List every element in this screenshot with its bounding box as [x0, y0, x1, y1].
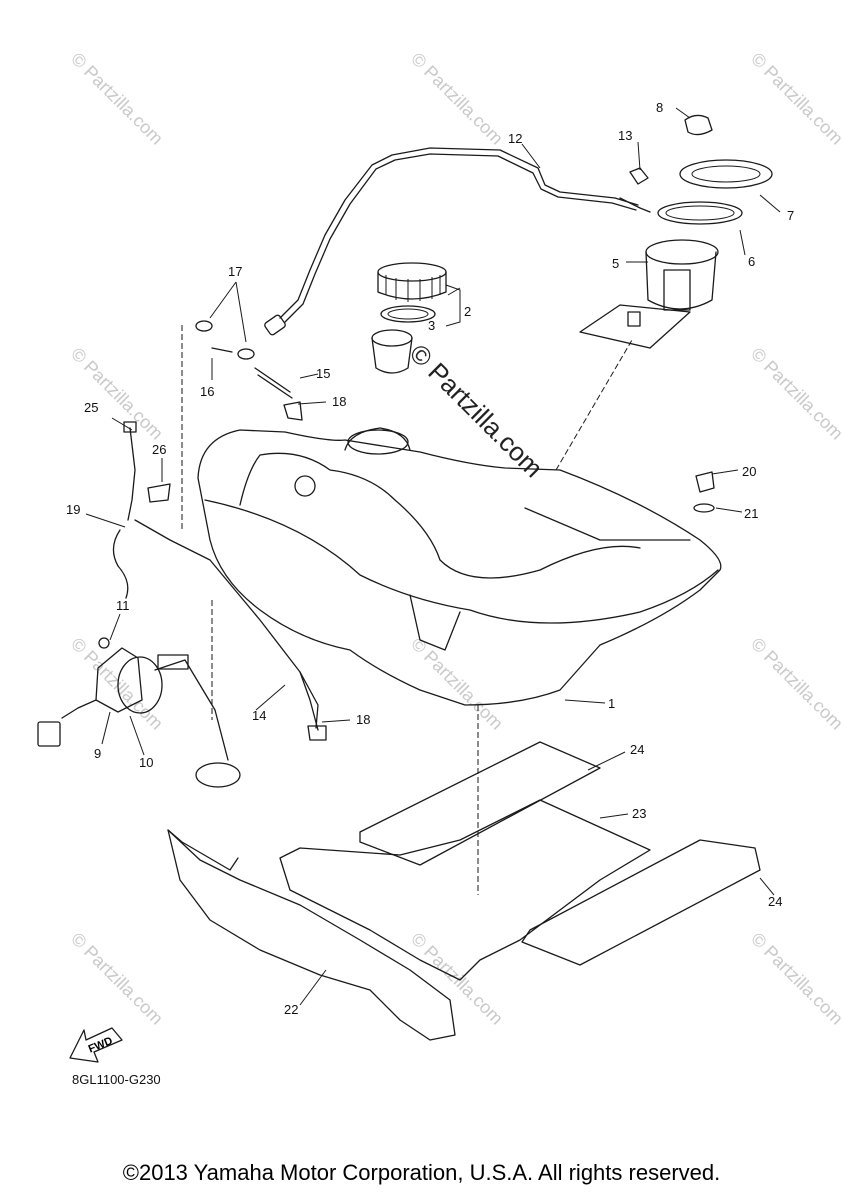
watermark: © Partzilla.com [67, 344, 167, 444]
callout-20: 20 [742, 464, 756, 479]
watermark: © Partzilla.com [67, 634, 167, 734]
breather-hose-outline [284, 153, 637, 323]
filler-neck [371, 329, 413, 374]
pump-gasket [657, 201, 743, 225]
pump-plate [679, 159, 773, 189]
callout-16: 16 [200, 384, 214, 399]
hose-15 [254, 367, 293, 399]
pad-24a [359, 741, 601, 866]
heat-protector-22 [167, 829, 456, 1041]
leader-lines [85, 107, 781, 1006]
callout-6: 6 [748, 254, 755, 269]
callout-labels: 1 2 3 5 6 7 8 9 10 11 12 13 14 15 16 17 … [66, 100, 794, 1017]
alignment-lines [181, 325, 633, 895]
callout-25: 25 [84, 400, 98, 415]
fuel-hose-14 [299, 671, 319, 729]
hose-clamp-top [619, 167, 651, 213]
fuel-level-sensor [37, 637, 241, 788]
clamp-18b [307, 725, 327, 741]
callout-11: 11 [116, 598, 130, 613]
callout-2: 2 [464, 304, 471, 319]
pad-24b [521, 839, 761, 966]
callout-22: 22 [284, 1002, 298, 1017]
watermark: © Partzilla.com [67, 929, 167, 1029]
watermark: © Partzilla.com [407, 49, 507, 149]
callout-5: 5 [612, 256, 619, 271]
callout-13: 13 [618, 128, 632, 143]
damper-20 [695, 471, 715, 493]
watermark: © Partzilla.com [747, 49, 843, 149]
watermark: © Partzilla.com [747, 929, 843, 1029]
callout-10: 10 [139, 755, 153, 770]
callout-18a: 18 [332, 394, 346, 409]
watermark: © Partzilla.com [67, 49, 167, 149]
callout-24b: 24 [768, 894, 782, 909]
clamp-18a [283, 401, 303, 421]
washer-21 [693, 503, 715, 513]
callout-18b: 18 [356, 712, 370, 727]
cap-nut [684, 114, 713, 136]
callout-1: 1 [608, 696, 615, 711]
watermark-center: © Partzilla.com [404, 338, 549, 483]
watermark: © Partzilla.com [407, 634, 507, 734]
fuel-cap [377, 262, 447, 302]
breather-hose [279, 147, 639, 319]
clip-17b [237, 348, 255, 360]
callout-26: 26 [152, 442, 166, 457]
callout-21: 21 [744, 506, 758, 521]
fuel-pump [579, 239, 719, 349]
fuel-tank [197, 427, 722, 706]
callout-7: 7 [787, 208, 794, 223]
callout-12: 12 [508, 131, 522, 146]
fwd-arrow: FWD [69, 1027, 123, 1063]
copyright-text: ©2013 Yamaha Motor Corporation, U.S.A. A… [122, 1160, 721, 1185]
callout-19: 19 [66, 502, 80, 517]
wire-coil [112, 519, 319, 731]
pin-16 [211, 347, 233, 353]
diagram-part-code: 8GL1100-G230 [72, 1072, 161, 1087]
clip-17a [195, 320, 213, 332]
callout-24a: 24 [630, 742, 644, 757]
callout-14: 14 [252, 708, 266, 723]
hose-connector [264, 314, 286, 336]
callout-9: 9 [94, 746, 101, 761]
cap-gasket [380, 305, 436, 323]
cable-tie-25 [127, 427, 136, 521]
watermark: © Partzilla.com [747, 634, 843, 734]
callout-17: 17 [228, 264, 242, 279]
watermark: © Partzilla.com [747, 344, 843, 444]
callout-23: 23 [632, 806, 646, 821]
callout-3: 3 [428, 318, 435, 333]
callout-8: 8 [656, 100, 663, 115]
clip-26 [147, 483, 171, 503]
callout-15: 15 [316, 366, 330, 381]
watermark-layer: © Partzilla.com © Partzilla.com © Partzi… [67, 49, 843, 1029]
seat-damper-23 [279, 799, 651, 981]
